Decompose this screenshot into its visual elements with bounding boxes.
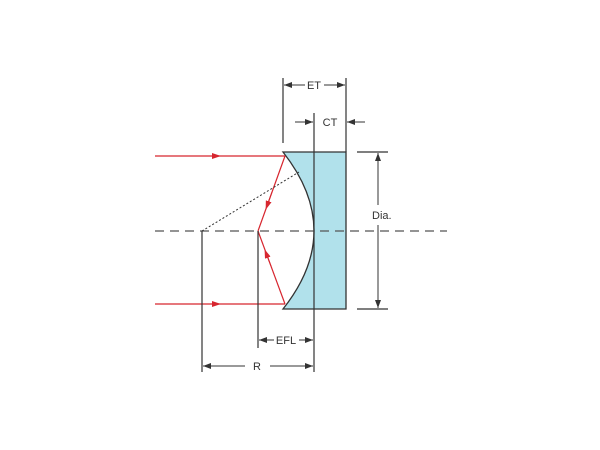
reflected-ray-bottom	[257, 230, 286, 305]
radius-line	[201, 171, 300, 232]
efl-label: EFL	[276, 335, 296, 347]
ct-label: CT	[323, 117, 338, 129]
reflected-ray-bottom-arrow	[264, 249, 272, 267]
et-label: ET	[307, 80, 321, 92]
dia-label: Dia.	[372, 210, 392, 222]
reflected-ray-top-arrow	[265, 191, 273, 210]
r-label: R	[253, 361, 261, 373]
